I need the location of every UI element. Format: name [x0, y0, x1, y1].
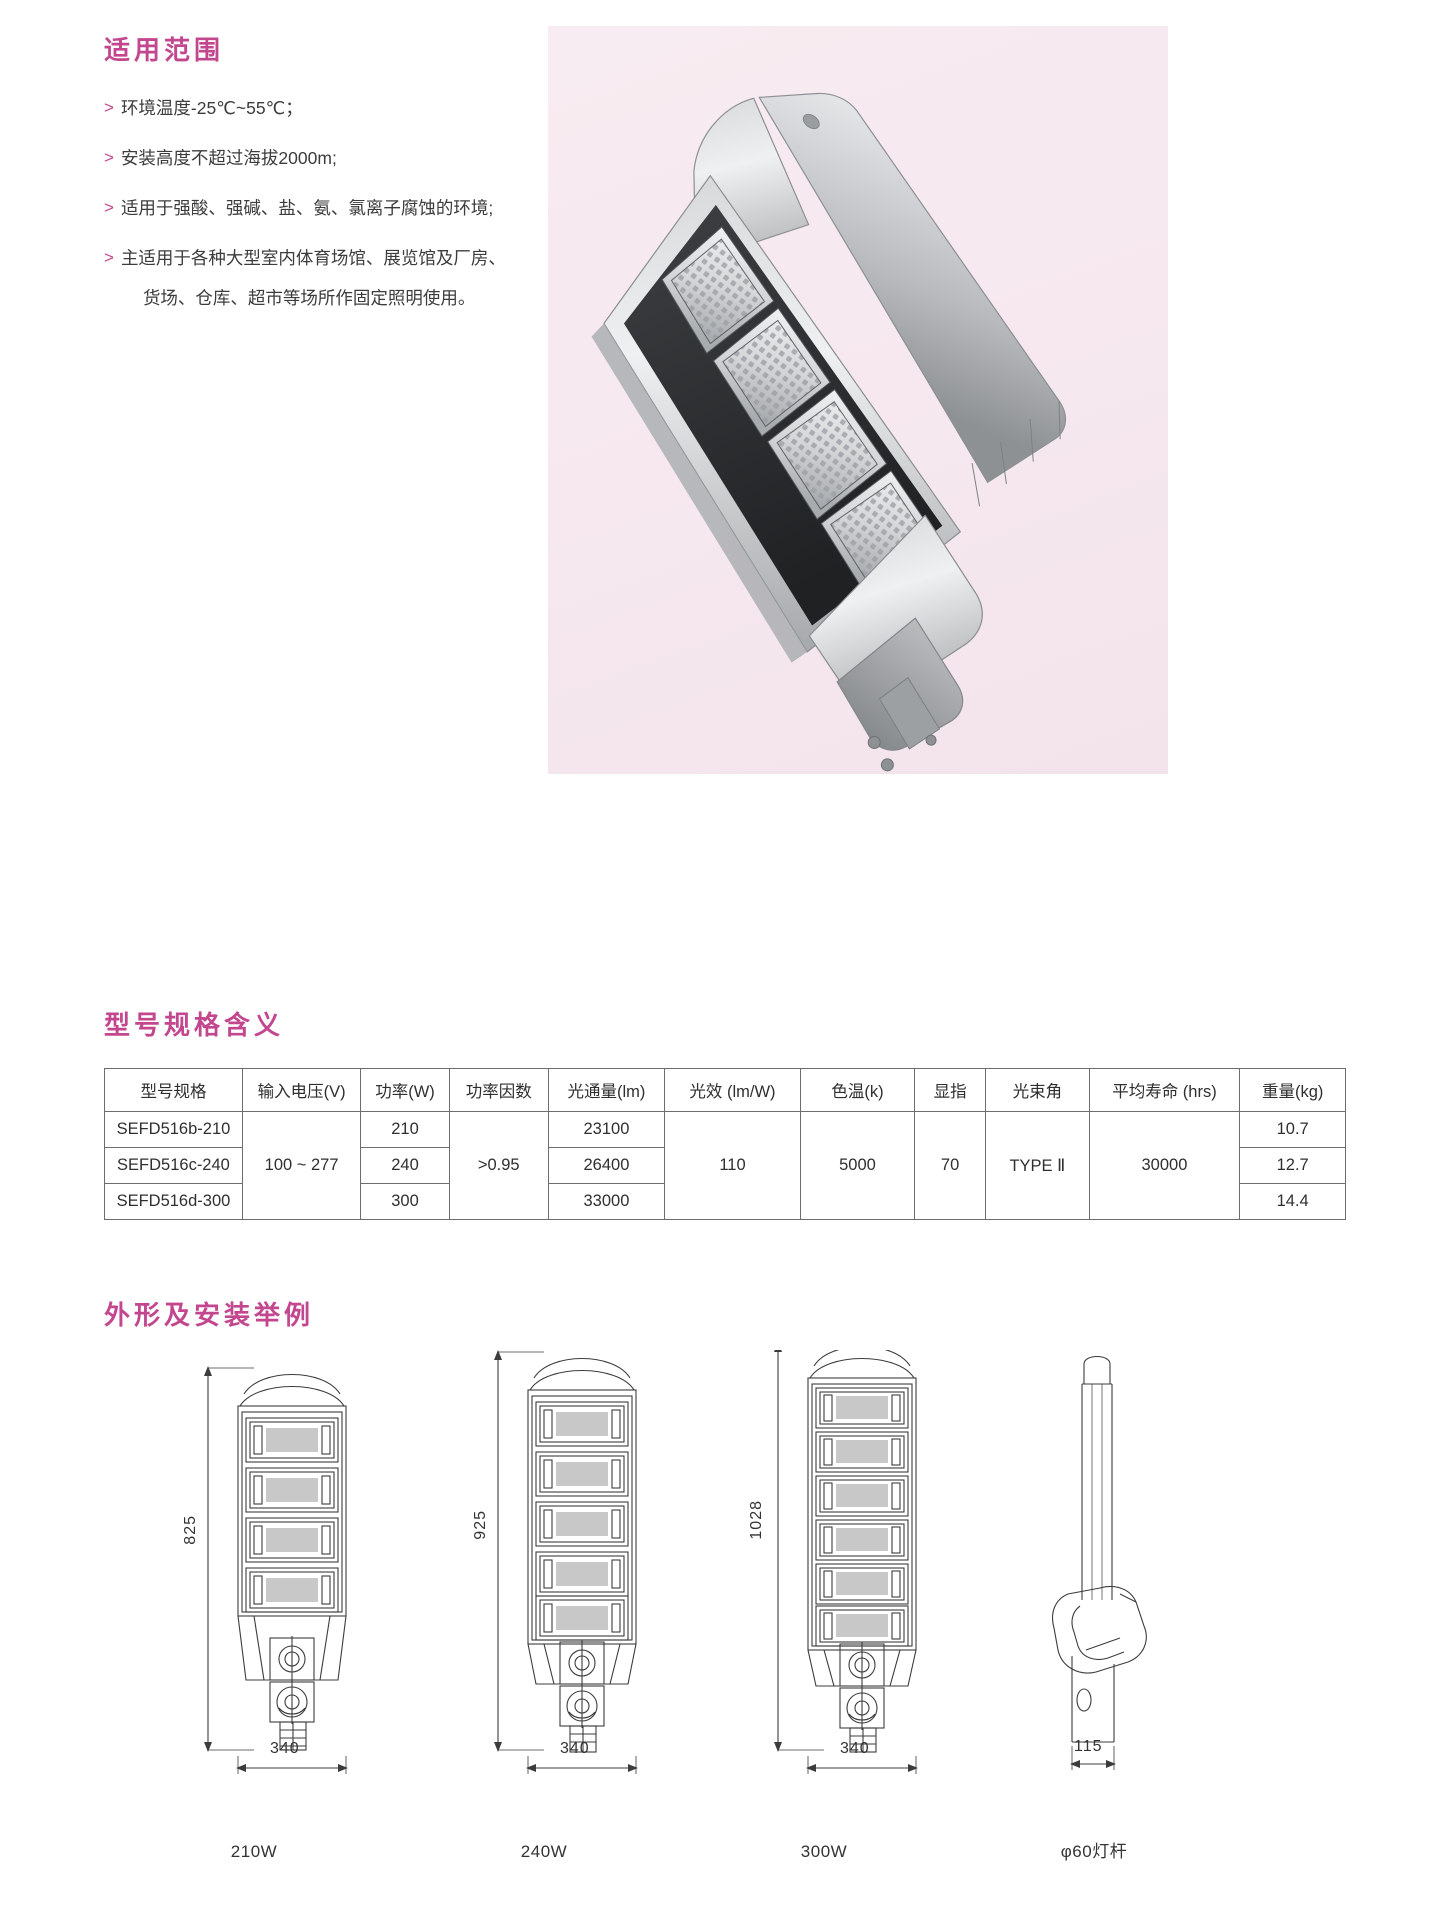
cell-flux: 23100: [547, 1111, 666, 1148]
table-row: SEFD516b-210 100 ~ 277 210 >0.95 23100 1…: [104, 1111, 1346, 1220]
list-item-label: 主适用于各种大型室内体育场馆、展览馆及厂房、: [120, 248, 506, 269]
spec-table-container: 型号规格 输入电压(V) 功率(W) 功率因数 光通量(lm) 光效 (lm/W…: [104, 1068, 1346, 1220]
table-row: SEFD516d-300 300 33000 14.4: [104, 1183, 1346, 1220]
col-header-voltage: 输入电压(V): [241, 1068, 362, 1112]
caption-210w: 210W: [230, 1842, 278, 1861]
cell-weight: 10.7: [1239, 1111, 1346, 1148]
drawing-pole: 115 φ60灯杆: [1024, 1350, 1324, 1880]
dim-height-240w: 925: [472, 1510, 489, 1540]
cell-pf: >0.95: [448, 1111, 549, 1220]
chevron-right-icon: >: [104, 148, 114, 168]
cell-model: SEFD516c-240: [104, 1147, 243, 1184]
scope-bullet-list: > 环境温度-25℃~55℃； > 安装高度不超过海拔2000m; > 适用于强…: [104, 95, 574, 335]
dim-height-210w: 825: [182, 1515, 199, 1545]
list-item: > 主适用于各种大型室内体育场馆、展览馆及厂房、 货场、仓库、超市等场所作固定照…: [104, 245, 574, 311]
drawing-240w-svg: [494, 1350, 638, 1774]
col-header-model: 型号规格: [104, 1068, 243, 1112]
cell-flux: 33000: [547, 1183, 666, 1220]
chevron-right-icon: >: [104, 248, 114, 268]
cell-flux: 26400: [547, 1147, 666, 1184]
list-item-label-continued: 货场、仓库、超市等场所作固定照明使用。: [142, 287, 476, 308]
cell-cri: 70: [914, 1111, 987, 1220]
cell-power: 300: [360, 1183, 450, 1220]
list-item-label: 适用于强酸、强碱、盐、氨、氯离子腐蚀的环境;: [120, 198, 494, 219]
dim-width-pole: 115: [1074, 1738, 1103, 1755]
drawing-240w: 925 340 240W: [472, 1350, 774, 1880]
chevron-right-icon: >: [104, 198, 114, 218]
list-item: > 安装高度不超过海拔2000m;: [104, 145, 574, 172]
page-title-scope: 适用范围: [104, 35, 225, 65]
caption-pole: φ60灯杆: [1060, 1842, 1128, 1861]
list-item-label: 安装高度不超过海拔2000m;: [120, 148, 337, 169]
col-header-pf: 功率因数: [448, 1068, 549, 1112]
drawing-210w: 825 340 210W: [182, 1350, 484, 1880]
page-title-outline: 外形及安装举例: [104, 1300, 315, 1330]
dim-width-300w: 340: [840, 1740, 870, 1757]
col-header-cri: 显指: [914, 1068, 987, 1112]
cell-cct: 5000: [799, 1111, 916, 1220]
cell-power: 210: [360, 1111, 450, 1148]
cell-lifetime: 30000: [1088, 1111, 1241, 1220]
cell-weight: 12.7: [1239, 1147, 1346, 1184]
page-title-model-spec: 型号规格含义: [104, 1010, 285, 1040]
cell-beam-angle: TYPE Ⅱ: [985, 1111, 1090, 1220]
specification-table: 型号规格 输入电压(V) 功率(W) 功率因数 光通量(lm) 光效 (lm/W…: [104, 1068, 1346, 1220]
cell-model: SEFD516b-210: [104, 1111, 243, 1148]
chevron-right-icon: >: [104, 98, 114, 117]
cell-weight: 14.4: [1239, 1183, 1346, 1220]
col-header-lifetime: 平均寿命 (hrs): [1088, 1068, 1241, 1112]
drawing-300w: 1028 340 300W: [748, 1350, 1054, 1880]
col-header-power: 功率(W): [360, 1068, 450, 1112]
dim-height-300w: 1028: [748, 1500, 765, 1540]
drawing-210w-svg: [204, 1366, 348, 1774]
table-header-row: 型号规格 输入电压(V) 功率(W) 功率因数 光通量(lm) 光效 (lm/W…: [104, 1068, 1346, 1112]
list-item: > 环境温度-25℃~55℃；: [104, 95, 574, 122]
col-header-beam-angle: 光束角: [985, 1068, 1090, 1112]
col-header-efficacy: 光效 (lm/W): [664, 1068, 801, 1112]
caption-240w: 240W: [520, 1842, 568, 1861]
col-header-flux: 光通量(lm): [547, 1068, 666, 1112]
cell-efficacy: 110: [664, 1111, 801, 1220]
product-photo: [548, 26, 1168, 774]
drawing-300w-svg: [774, 1350, 918, 1774]
col-header-cct: 色温(k): [799, 1068, 916, 1112]
drawing-pole-svg: [1051, 1355, 1147, 1770]
outline-drawings: 825 340 210W: [104, 1350, 1346, 1880]
cell-model: SEFD516d-300: [104, 1183, 243, 1220]
led-street-light-illustration: [591, 92, 1066, 772]
dim-width-210w: 340: [270, 1740, 300, 1757]
cell-voltage: 100 ~ 277: [241, 1111, 362, 1220]
dim-width-240w: 340: [560, 1740, 590, 1757]
table-row: SEFD516c-240 240 26400 12.7: [104, 1147, 1346, 1184]
list-item: > 适用于强酸、强碱、盐、氨、氯离子腐蚀的环境;: [104, 195, 574, 222]
col-header-weight: 重量(kg): [1239, 1068, 1346, 1112]
list-item-label: 环境温度-25℃~55℃；: [120, 98, 303, 118]
cell-power: 240: [360, 1147, 450, 1184]
caption-300w: 300W: [800, 1842, 848, 1861]
